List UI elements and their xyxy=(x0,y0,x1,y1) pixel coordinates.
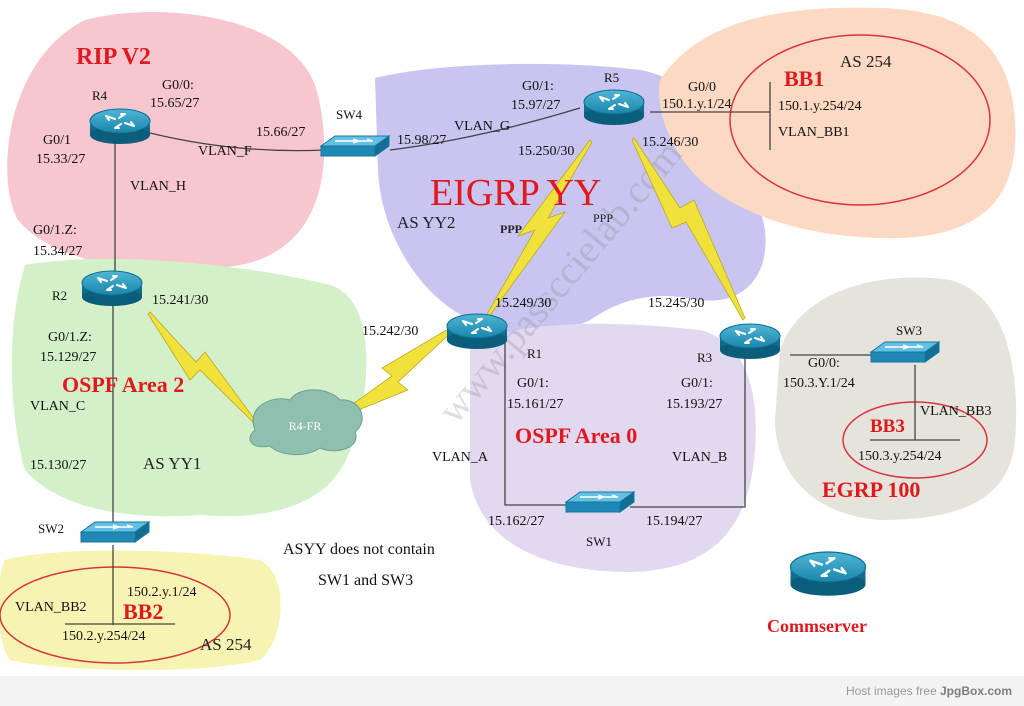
note-line-2: SW1 and SW3 xyxy=(318,572,413,589)
r3-g00-label: G0/0: xyxy=(808,356,840,371)
r4-g01-ip: 15.33/27 xyxy=(36,152,85,167)
footer-prefix: Host images free xyxy=(845,684,940,698)
eigrp-as-label: AS YY2 xyxy=(397,213,455,232)
r5-serial-250: 15.250/30 xyxy=(518,144,574,159)
vlan-bb3-label: VLAN_BB3 xyxy=(920,404,992,419)
switch-sw4[interactable] xyxy=(320,135,390,157)
r3-serial-245: 15.245/30 xyxy=(648,296,704,311)
r4-g00-label: G0/0: xyxy=(162,78,194,93)
r4-g00-ip: 15.65/27 xyxy=(150,96,199,111)
area-egrp-title: EGRP 100 xyxy=(822,477,920,502)
link-r4-sw4 xyxy=(149,132,326,152)
sw1-left-ip: 15.162/27 xyxy=(488,514,544,529)
footer-bar xyxy=(0,676,1024,706)
r2-serial-ip: 15.241/30 xyxy=(152,293,208,308)
vlan-h-label: VLAN_H xyxy=(130,179,186,194)
ospf0-zone xyxy=(470,323,756,572)
router-r2[interactable] xyxy=(81,270,143,307)
r3-g01-ip: 15.193/27 xyxy=(666,397,722,412)
ospf2-as-label: AS YY1 xyxy=(143,454,201,473)
vlan-bb1-label: VLAN_BB1 xyxy=(778,125,850,140)
switch-sw3[interactable] xyxy=(870,341,940,363)
switch-sw2[interactable] xyxy=(80,521,150,543)
area-rip-title: RIP V2 xyxy=(76,44,151,70)
sw4-left-ip: 15.66/27 xyxy=(256,125,305,140)
bb1-oval xyxy=(729,34,991,206)
router-r1[interactable] xyxy=(446,313,508,350)
serial-r5-r3 xyxy=(631,137,746,321)
bb2-title: BB2 xyxy=(123,599,163,624)
note-line-1: ASYY does not contain xyxy=(283,541,435,558)
vlan-f-label: VLAN_F xyxy=(198,144,252,159)
r2-g01z-label: G0/1.Z: xyxy=(33,223,77,238)
bb1-as-label: AS 254 xyxy=(840,52,892,71)
egrp-zone xyxy=(775,277,1017,520)
r2-g01z-ip: 15.34/27 xyxy=(33,244,82,259)
r1-name: R1 xyxy=(527,346,542,361)
link-r3-sw1 xyxy=(630,358,746,508)
router-r4[interactable] xyxy=(89,108,151,145)
ppp-left-label: PPP xyxy=(500,222,522,236)
vlan-g-label: VLAN_G xyxy=(454,119,510,134)
area-eigrp-title: EIGRP YY xyxy=(430,172,601,214)
vlan-bb2-label: VLAN_BB2 xyxy=(15,600,87,615)
router-commserver[interactable] xyxy=(789,550,867,597)
bb1-zone xyxy=(659,7,1016,239)
commserver-label: Commserver xyxy=(767,616,867,636)
ospf2-zone xyxy=(11,258,367,517)
bb2-gw-ip: 150.2.y.1/24 xyxy=(127,585,196,600)
bb2-zone xyxy=(0,550,281,671)
bb1-ip: 150.1.y.254/24 xyxy=(778,99,861,114)
area-ospf0-title: OSPF Area 0 xyxy=(515,423,637,448)
frame-relay-label: R4-FR xyxy=(289,419,322,433)
r5-g00-ip: 150.1.y.1/24 xyxy=(662,97,731,112)
bb2-ip: 150.2.y.254/24 xyxy=(62,629,145,644)
r2-lan-label: G0/1.Z: xyxy=(48,330,92,345)
sw3-name: SW3 xyxy=(896,323,922,338)
rip-zone xyxy=(7,12,325,271)
area-ospf2-title: OSPF Area 2 xyxy=(62,372,184,397)
sw1-name: SW1 xyxy=(586,534,612,549)
sw1-right-ip: 15.194/27 xyxy=(646,514,702,529)
frame-relay-cloud: R4-FR xyxy=(249,389,363,455)
link-sw4-r5 xyxy=(389,107,581,151)
router-r5[interactable] xyxy=(583,89,645,126)
bb2-as-label: AS 254 xyxy=(200,635,252,654)
link-r1-sw1 xyxy=(504,340,575,506)
r2-name: R2 xyxy=(52,288,67,303)
r3-name: R3 xyxy=(697,350,712,365)
sw4-right-ip: 15.98/27 xyxy=(397,133,446,148)
r1-serial-fr: 15.242/30 xyxy=(362,324,418,339)
footer-brand[interactable]: JpgBox.com xyxy=(939,684,1012,698)
bb2-oval xyxy=(0,566,231,664)
r5-name: R5 xyxy=(604,70,619,85)
footer-credit[interactable]: Host images free JpgBox.com xyxy=(846,684,1012,698)
r5-g01-ip: 15.97/27 xyxy=(511,98,560,113)
r5-g00-label: G0/0 xyxy=(688,80,716,95)
r3-g01-label: G0/1: xyxy=(681,376,713,391)
bb3-title: BB3 xyxy=(870,416,905,437)
sw4-name: SW4 xyxy=(336,107,363,122)
sw2-up-ip: 15.130/27 xyxy=(30,458,86,473)
vlan-b-label: VLAN_B xyxy=(672,450,727,465)
vlan-a-label: VLAN_A xyxy=(432,450,489,465)
r4-name: R4 xyxy=(92,88,108,103)
router-r3[interactable] xyxy=(719,323,781,360)
switch-sw1[interactable] xyxy=(565,491,635,513)
r1-g01-ip: 15.161/27 xyxy=(507,397,563,412)
r2-lan-ip: 15.129/27 xyxy=(40,350,96,365)
r5-g01-label: G0/1: xyxy=(522,79,554,94)
r1-serial-249: 15.249/30 xyxy=(495,296,551,311)
bb3-ip: 150.3.y.254/24 xyxy=(858,449,941,464)
sw2-name: SW2 xyxy=(38,521,64,536)
r4-g01-label: G0/1 xyxy=(43,133,71,148)
r1-g01-label: G0/1: xyxy=(517,376,549,391)
r3-g00-ip: 150.3.Y.1/24 xyxy=(783,376,855,391)
vlan-c-label: VLAN_C xyxy=(30,399,85,414)
r5-serial-246: 15.246/30 xyxy=(642,135,698,150)
ppp-right-label: PPP xyxy=(593,211,613,225)
bb1-title: BB1 xyxy=(784,66,824,91)
